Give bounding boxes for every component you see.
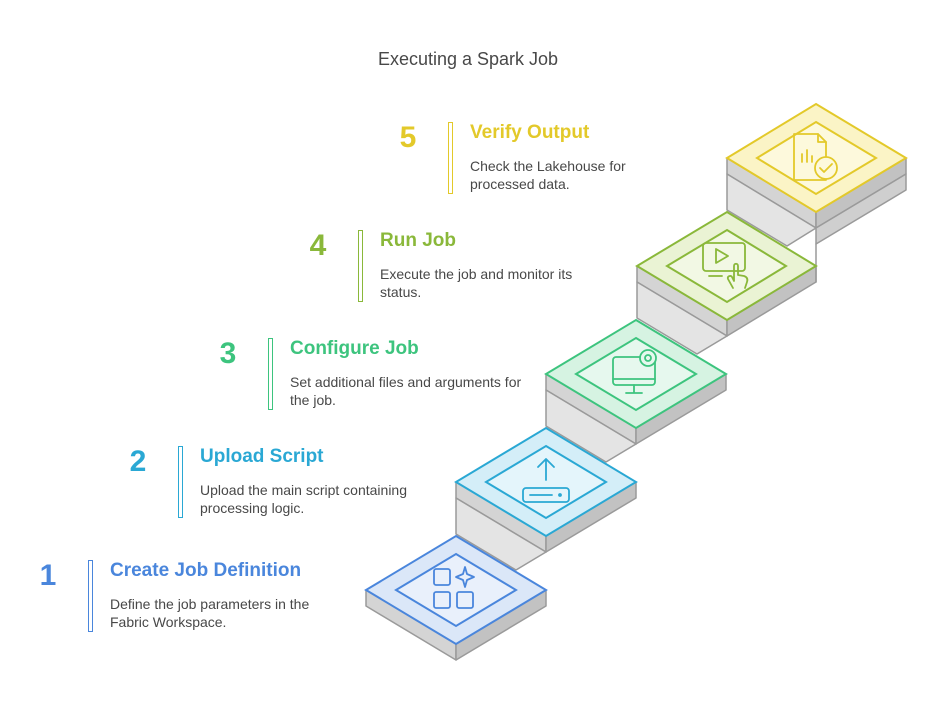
step-1-description: Define the job parameters in the Fabric …	[110, 596, 310, 630]
monitor-gear-icon	[612, 349, 657, 394]
step-5-number: 5	[399, 121, 417, 154]
step-4-description: Execute the job and monitor its status.	[380, 266, 573, 300]
step-4-number: 4	[309, 229, 327, 262]
stair-step-3	[544, 318, 728, 430]
stair-step-2	[454, 426, 638, 538]
step-4-title: Run Job	[380, 230, 456, 251]
step-2-description: Upload the main script containing proces…	[200, 482, 408, 516]
step-2-title: Upload Script	[200, 446, 324, 467]
upload-icon	[522, 458, 570, 503]
stair-step-4	[635, 210, 818, 322]
step-2-number: 2	[129, 445, 147, 478]
step-5-bar	[448, 122, 453, 194]
play-touch-icon	[702, 242, 749, 289]
step-1-title: Create Job Definition	[110, 560, 302, 581]
step-5-title: Verify Output	[470, 122, 590, 143]
step-3-bar	[268, 338, 273, 410]
step-3-title: Configure Job	[290, 338, 419, 359]
stair-step-1	[364, 534, 548, 646]
report-check-icon	[793, 133, 838, 181]
step-4-bar	[358, 230, 363, 302]
step-3-description: Set additional files and arguments for t…	[290, 374, 522, 408]
stair-step-5	[725, 102, 908, 214]
apps-sparkle-icon	[433, 566, 475, 609]
step-1-bar	[88, 560, 93, 632]
step-2-bar	[178, 446, 183, 518]
diagram-title: Executing a Spark Job	[377, 49, 559, 69]
step-1-number: 1	[39, 559, 57, 592]
step-3-number: 3	[219, 337, 237, 370]
step-5-description: Check the Lakehouse for processed data.	[470, 158, 626, 192]
